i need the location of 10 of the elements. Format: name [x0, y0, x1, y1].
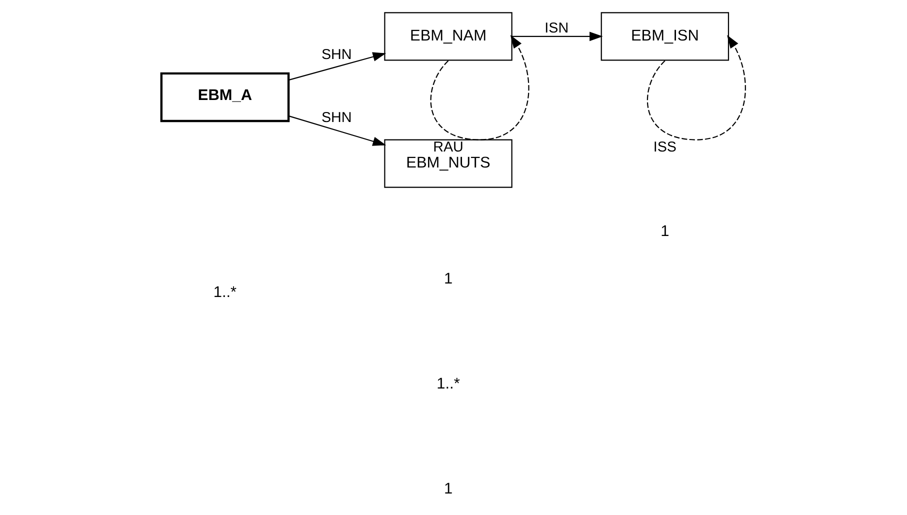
label: 1 [444, 480, 453, 498]
edge-label: ISN [544, 20, 569, 36]
edge-label: SHN [321, 110, 352, 126]
label: 1 [660, 223, 670, 240]
label: 1..* [436, 376, 460, 393]
label: 1..* [213, 284, 237, 301]
edge-label: SHN [321, 46, 352, 63]
edge-label: ISS [653, 139, 677, 156]
label: 1 [444, 270, 453, 288]
edge-label: RAU [433, 139, 464, 156]
